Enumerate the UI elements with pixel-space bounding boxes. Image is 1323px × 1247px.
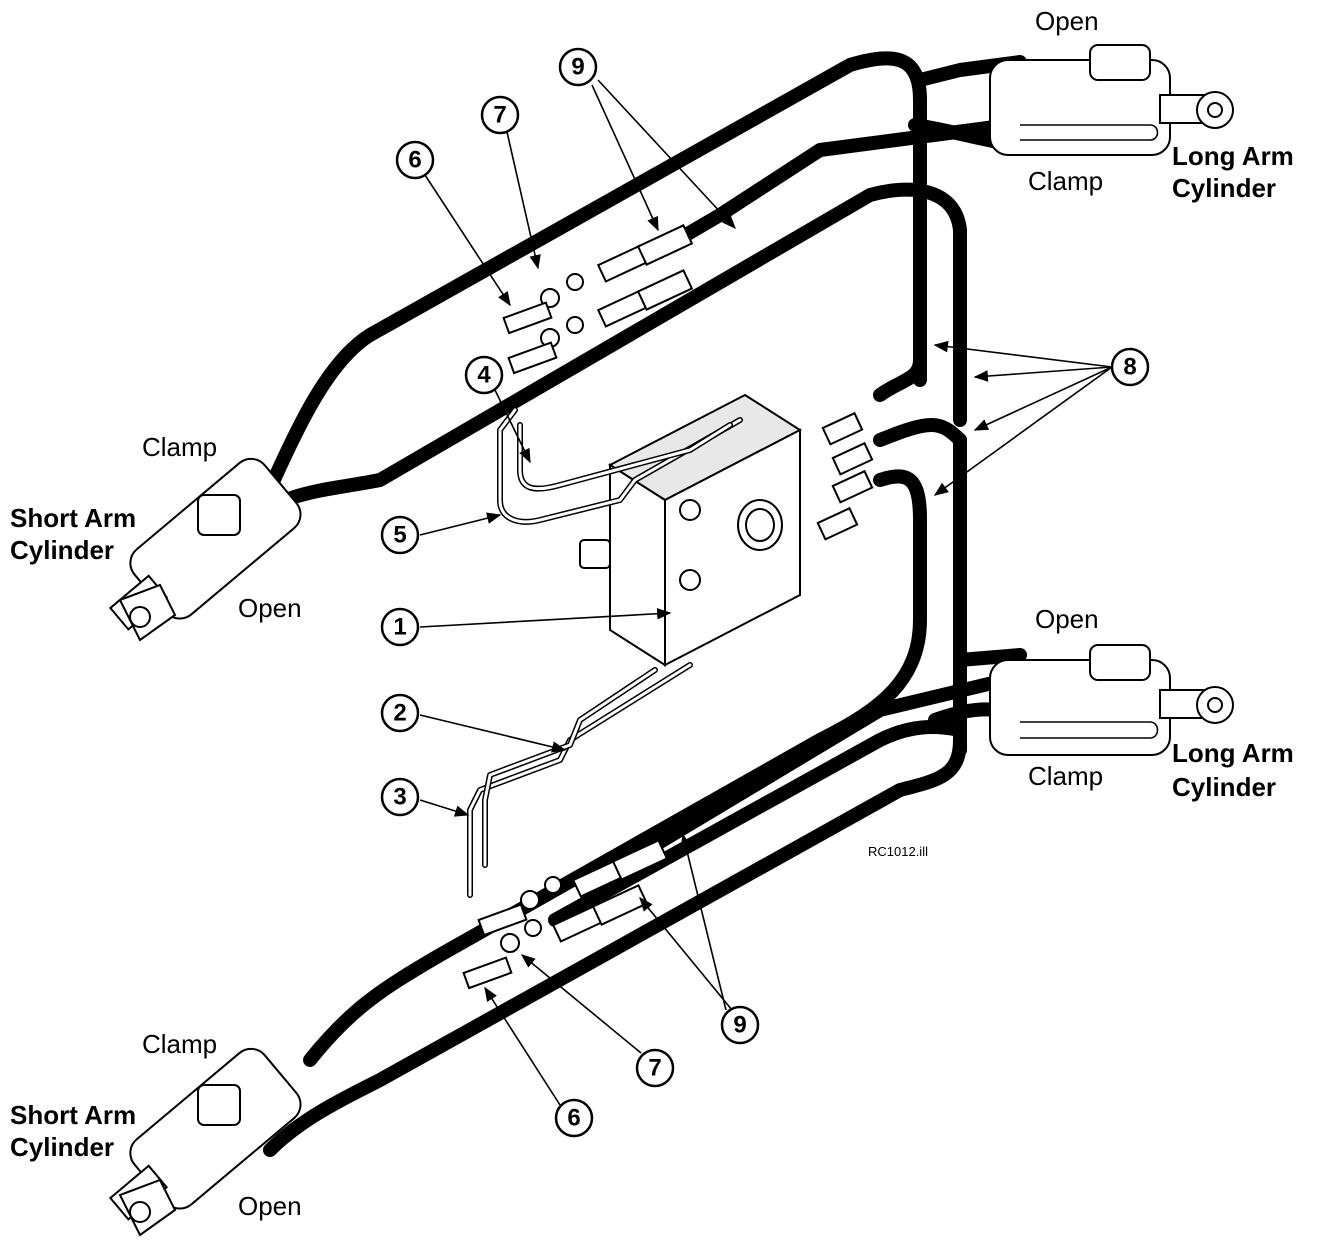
long-arm-cylinder-top [989,44,1234,156]
label-long-arm-bottom-line2: Cylinder [1172,772,1276,802]
svg-text:8: 8 [1123,354,1136,381]
leader-lines [419,79,1113,1106]
svg-text:2: 2 [393,700,406,727]
label-clamp-top-left: Clamp [142,432,217,462]
svg-text:7: 7 [648,1055,661,1082]
callout-3: 3 [380,777,420,817]
short-arm-cylinder-top [108,457,302,642]
short-arm-cylinder-bottom [108,1047,302,1237]
valve-block [579,393,803,667]
label-open-top-right: Open [1035,6,1099,36]
callout-9-top: 9 [558,47,598,87]
svg-text:3: 3 [393,784,406,811]
label-open-bottom-left: Open [238,1191,302,1221]
callouts: 9 7 6 4 5 1 2 3 [380,47,1150,1138]
callout-9-bottom: 9 [720,1005,760,1045]
callout-1: 1 [380,607,420,647]
callout-7-bottom: 7 [635,1048,675,1088]
svg-text:5: 5 [393,522,406,549]
svg-text:9: 9 [733,1012,746,1039]
callout-7-top: 7 [480,95,520,135]
callout-5: 5 [380,515,420,555]
svg-text:4: 4 [477,362,491,389]
label-long-arm-bottom-line1: Long Arm [1172,738,1294,768]
svg-text:7: 7 [493,102,506,129]
label-short-arm-top-line1: Short Arm [10,503,136,533]
label-long-arm-top-line2: Cylinder [1172,173,1276,203]
label-short-arm-bottom-line2: Cylinder [10,1132,114,1162]
label-clamp-bottom-left: Clamp [142,1029,217,1059]
callout-6-top: 6 [395,140,435,180]
label-long-arm-top-line1: Long Arm [1172,141,1294,171]
hard-tubes [467,407,743,898]
label-clamp-top-right: Clamp [1028,166,1103,196]
callout-4: 4 [464,355,504,395]
cylinder-labels: Open Clamp Long Arm Cylinder Open Clamp … [10,6,1294,1221]
label-clamp-bottom-right: Clamp [1028,761,1103,791]
hose-fittings [462,224,874,990]
label-open-bottom-right: Open [1035,604,1099,634]
svg-text:6: 6 [567,1105,580,1132]
label-short-arm-bottom-line1: Short Arm [10,1100,136,1130]
callout-6-bottom: 6 [554,1098,594,1138]
callout-2: 2 [380,693,420,733]
svg-text:9: 9 [571,54,584,81]
svg-text:1: 1 [393,614,406,641]
long-arm-cylinder-bottom [989,644,1234,756]
reference-code: RC1012.ill [868,844,928,859]
label-short-arm-top-line2: Cylinder [10,535,114,565]
callout-8: 8 [1110,347,1150,387]
svg-text:6: 6 [408,147,421,174]
lower-hoses [263,433,1047,1157]
label-open-top-left: Open [238,593,302,623]
